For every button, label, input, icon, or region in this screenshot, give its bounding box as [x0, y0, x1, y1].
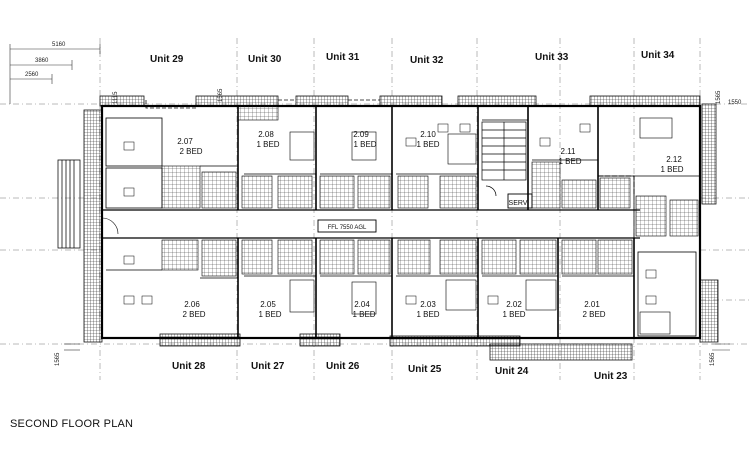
plan-title: SECOND FLOOR PLAN — [10, 418, 134, 430]
unit-30-label: Unit 30 — [248, 54, 282, 65]
room-2-12-number: 2.12 — [666, 155, 682, 164]
dim-1565-top: 1565 — [218, 88, 224, 102]
room-2-09-type: 1 BED — [353, 140, 376, 149]
room-2-05-number: 2.05 — [260, 300, 276, 309]
unit-27-label: Unit 27 — [251, 361, 285, 372]
unit-31-label: Unit 31 — [326, 52, 360, 63]
building-outline — [100, 104, 702, 340]
dim-3860: 3860 — [35, 58, 49, 64]
bathrooms — [161, 105, 699, 277]
balconies-top — [99, 95, 717, 205]
unit-26-label: Unit 26 — [326, 361, 360, 372]
room-2-01-type: 2 BED — [582, 310, 605, 319]
room-2-07-type: 2 BED — [179, 147, 202, 156]
dim-1565-right: 1565 — [710, 352, 716, 366]
room-2-10-type: 1 BED — [416, 140, 439, 149]
unit-23-label: Unit 23 — [594, 371, 628, 382]
room-2-04-type: 1 BED — [352, 310, 375, 319]
room-2-05-type: 1 BED — [258, 310, 281, 319]
serv-label: SERV — [509, 200, 528, 207]
room-2-01-number: 2.01 — [584, 300, 600, 309]
dim-1550: 1550 — [728, 100, 742, 106]
dim-1565-rtop: 1565 — [716, 90, 722, 104]
room-2-07-number: 2.07 — [177, 137, 193, 146]
left-stair — [57, 109, 103, 343]
room-2-06-type: 2 BED — [182, 310, 205, 319]
room-2-09-number: 2.09 — [353, 130, 369, 139]
room-2-06-number: 2.06 — [184, 300, 200, 309]
room-2-02-number: 2.02 — [506, 300, 522, 309]
dim-5160: 5160 — [52, 42, 66, 48]
unit-24-label: Unit 24 — [495, 366, 529, 377]
room-2-03-number: 2.03 — [420, 300, 436, 309]
room-2-10-number: 2.10 — [420, 130, 436, 139]
corridor — [102, 209, 640, 239]
room-2-08-type: 1 BED — [256, 140, 279, 149]
room-2-11-type: 1 BED — [558, 157, 581, 166]
room-2-04-number: 2.04 — [354, 300, 370, 309]
room-2-11-number: 2.11 — [561, 147, 577, 156]
room-2-12-type: 1 BED — [660, 165, 683, 174]
beds — [289, 117, 673, 335]
party-walls — [237, 106, 635, 338]
room-2-02-type: 1 BED — [502, 310, 525, 319]
ffl-label: FFL 7550 AGL — [328, 225, 367, 231]
room-2-08-number: 2.08 — [258, 130, 274, 139]
stair-core — [481, 121, 527, 197]
unit-33-label: Unit 33 — [535, 52, 569, 63]
dim-2560: 2560 — [25, 72, 39, 78]
unit-32-label: Unit 32 — [410, 55, 444, 66]
dimension-chain — [9, 44, 101, 104]
room-2-03-type: 1 BED — [416, 310, 439, 319]
unit-34-label: Unit 34 — [641, 50, 675, 61]
unit-25-label: Unit 25 — [408, 364, 442, 375]
dim-1565-left: 1565 — [55, 352, 61, 366]
unit-28-label: Unit 28 — [172, 361, 206, 372]
unit-29-label: Unit 29 — [150, 54, 184, 65]
